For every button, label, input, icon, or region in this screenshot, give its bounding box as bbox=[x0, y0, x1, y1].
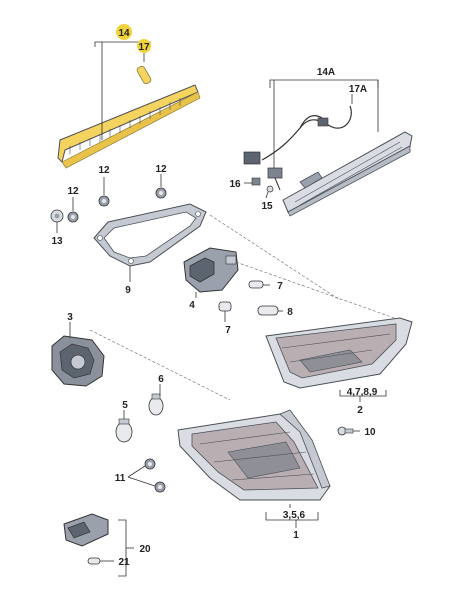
bulb-carrier-3[interactable] bbox=[51, 335, 105, 387]
callout-20: 20 bbox=[139, 544, 151, 555]
callout-10: 10 bbox=[364, 427, 376, 438]
callout-14-highlight bbox=[116, 24, 132, 40]
callout-3: 3 bbox=[67, 312, 73, 323]
nut-12-mid[interactable] bbox=[98, 195, 110, 207]
callout-12-left: 12 bbox=[67, 186, 79, 197]
callout-5: 5 bbox=[122, 400, 128, 411]
callout-7-upper: 7 bbox=[277, 281, 283, 292]
callout-9: 9 bbox=[125, 285, 131, 296]
wiring-harness-17a[interactable] bbox=[243, 105, 352, 191]
brake-light-14a[interactable] bbox=[282, 131, 413, 217]
callout-13: 13 bbox=[51, 236, 63, 247]
callout-12-right: 12 bbox=[155, 164, 167, 175]
callout-2: 2 bbox=[357, 405, 363, 416]
callout-1-sub: 3,5,6 bbox=[283, 510, 306, 521]
callout-14a: 14A bbox=[317, 67, 335, 78]
callout-2-sub: 4,7,8,9 bbox=[347, 387, 378, 398]
clip-16[interactable] bbox=[251, 177, 261, 186]
callout-14: 14 bbox=[118, 28, 130, 39]
bulb-holder-4[interactable] bbox=[183, 247, 239, 293]
callout-6: 6 bbox=[158, 374, 164, 385]
outer-tail-light-1[interactable] bbox=[177, 409, 331, 501]
screw-15[interactable] bbox=[266, 185, 274, 193]
callout-4: 4 bbox=[189, 300, 195, 311]
callout-1: 1 bbox=[293, 530, 299, 541]
callout-7-lower: 7 bbox=[225, 325, 231, 336]
bulb-5[interactable] bbox=[115, 418, 133, 443]
screw-10[interactable] bbox=[337, 426, 354, 436]
bulb-7-upper[interactable] bbox=[248, 280, 264, 289]
bulb-17[interactable] bbox=[136, 65, 152, 85]
bulb-6[interactable] bbox=[148, 393, 164, 416]
callout-21: 21 bbox=[118, 557, 130, 568]
callout-8: 8 bbox=[287, 307, 293, 318]
callout-17-highlight bbox=[137, 39, 151, 53]
gasket-9[interactable] bbox=[93, 203, 207, 267]
bolt-13[interactable] bbox=[50, 209, 64, 223]
nut-12-left[interactable] bbox=[67, 211, 79, 223]
callout-15: 15 bbox=[261, 201, 273, 212]
bulb-8[interactable] bbox=[257, 305, 279, 316]
callout-16: 16 bbox=[229, 179, 241, 190]
nut-12-right[interactable] bbox=[155, 187, 167, 199]
high-level-brake-light[interactable] bbox=[57, 84, 201, 169]
callout-17a: 17A bbox=[349, 84, 367, 95]
callout-11: 11 bbox=[115, 473, 126, 484]
bulb-socket-20[interactable] bbox=[63, 513, 109, 547]
callout-17: 17 bbox=[138, 42, 150, 53]
nut-11-lower[interactable] bbox=[154, 481, 166, 493]
bulb-7-lower[interactable] bbox=[218, 301, 232, 312]
inner-tail-light-2[interactable] bbox=[265, 317, 413, 389]
nut-11-upper[interactable] bbox=[144, 458, 156, 470]
callout-12-mid: 12 bbox=[98, 165, 110, 176]
bulb-21[interactable] bbox=[87, 557, 101, 565]
